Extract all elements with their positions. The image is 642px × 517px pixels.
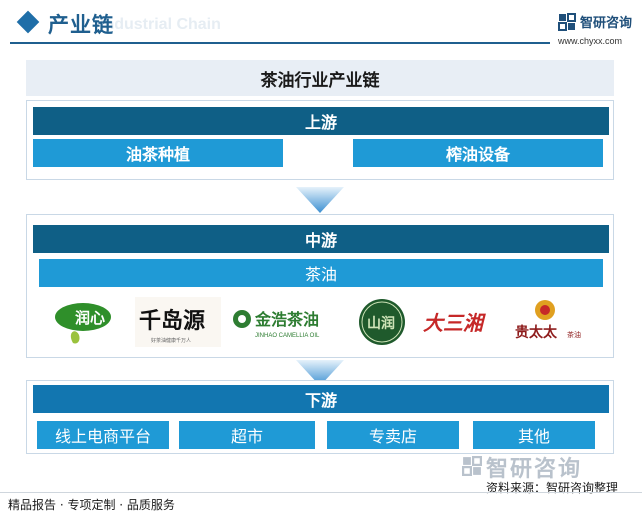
downstream-item: 超市 — [179, 421, 315, 449]
logo-url: www.chyxx.com — [558, 36, 623, 46]
logo-text: 智研咨询 — [580, 16, 633, 31]
brand-tagline: 好茶油健康千万人 — [151, 337, 191, 344]
brand-logo-dasanxiang: 大三湘 — [421, 297, 495, 347]
source-note: 资料来源：智研咨询整理 — [486, 481, 619, 495]
upstream-item: 榨油设备 — [353, 139, 603, 167]
brand-name: 山润 — [367, 315, 395, 332]
header-divider — [10, 42, 550, 44]
diamond-icon — [16, 10, 40, 34]
logo-icon — [558, 13, 576, 31]
brand-subtitle: 茶油 — [567, 330, 581, 339]
brand-logo-jinhao: 金浩茶油 JINHAO CAMELLIA OIL — [231, 297, 343, 347]
downstream-label: 下游 — [33, 385, 609, 413]
downstream-item: 其他 — [473, 421, 595, 449]
arrow-down-icon — [296, 187, 344, 213]
brand-logo-qiandaoyuan: 千岛源 好茶油健康千万人 — [135, 297, 221, 347]
header: Industrial Chain 产业链 智研咨询 www.chyxx.com — [0, 0, 642, 48]
midstream-product: 茶油 — [39, 259, 603, 287]
downstream-item: 专卖店 — [327, 421, 459, 449]
upstream-label: 上游 — [33, 107, 609, 135]
footer-slogan: 精品报告 · 专项定制 · 品质服务 — [8, 498, 175, 512]
midstream-section: 中游 茶油 润心 千岛源 好茶油健康千万人 金浩茶油 JINHAO CAMELL… — [26, 214, 614, 358]
brand-name: 润心 — [75, 309, 105, 327]
page-title: 产业链 — [48, 13, 114, 37]
chain-title: 茶油行业产业链 — [26, 60, 614, 96]
upstream-item: 油茶种植 — [33, 139, 283, 167]
footer-logo-icon — [462, 456, 482, 476]
footer-logo-text: 智研咨询 — [486, 457, 583, 482]
brand-name: 金浩茶油 — [254, 310, 319, 329]
brand-logo-runxin: 润心 — [53, 297, 117, 347]
brand-logo-shanrun: 山润 — [357, 297, 407, 347]
arrow-down-icon — [296, 360, 344, 386]
brand-name: 千岛源 — [139, 308, 205, 334]
upstream-section: 上游 油茶种植 榨油设备 — [26, 100, 614, 180]
downstream-section: 下游 线上电商平台 超市 专卖店 其他 — [26, 380, 614, 454]
title-en: Industrial Chain — [100, 16, 221, 33]
midstream-label: 中游 — [33, 225, 609, 253]
brand-logo-guitaitai: 贵太太 茶油 — [509, 297, 589, 347]
footer-divider — [0, 492, 642, 493]
downstream-item: 线上电商平台 — [37, 421, 169, 449]
brand-name: 贵太太 — [515, 324, 558, 341]
brand-subtitle: JINHAO CAMELLIA OIL — [255, 333, 320, 339]
brand-name: 大三湘 — [423, 311, 486, 335]
